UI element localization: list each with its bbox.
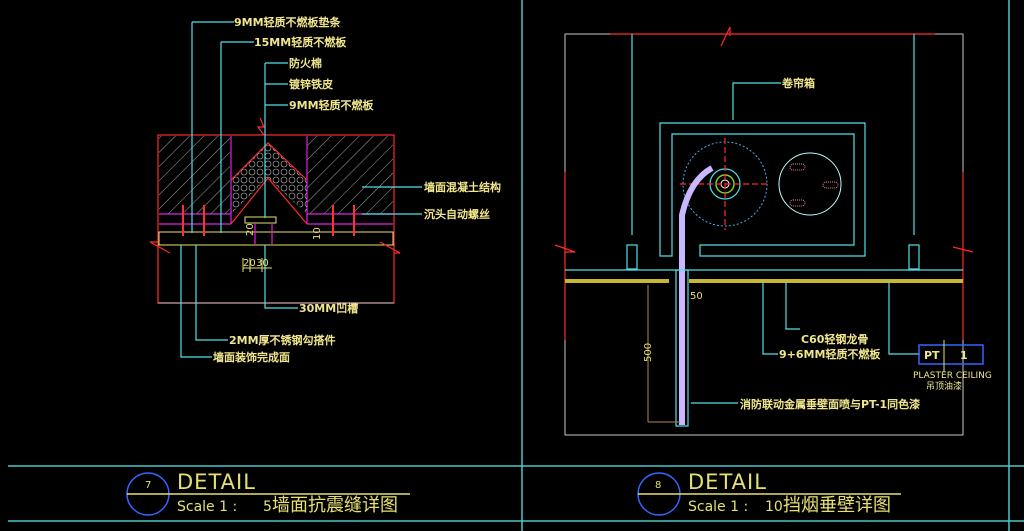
label-gypsum-15: 15MM轻质不燃板 (254, 35, 347, 49)
tag-pt: PT (924, 349, 940, 362)
detail-7-title-block: 7 DETAIL Scale 1 : 5 墙面抗震缝详图 (126, 470, 410, 516)
label-roller-box: 卷帘箱 (781, 76, 815, 90)
tag-number: 1 (960, 349, 968, 362)
label-board: 9+6MM轻质不燃板 (779, 347, 881, 361)
dim-v-10: 10 (312, 227, 323, 240)
detail-7-scale-value: 5 (263, 499, 272, 515)
label-c60: C60轻钢龙骨 (801, 332, 868, 346)
label-gypsum-strip: 9MM轻质不燃板垫条 (234, 15, 342, 29)
dim-30: 30 (256, 258, 269, 269)
label-concrete: 墙面混凝土结构 (424, 180, 501, 194)
label-paint: 吊顶油漆 (926, 380, 962, 392)
dim-20: 20 (243, 258, 256, 269)
d8-outline (564, 33, 964, 436)
roller-box (659, 122, 866, 257)
label-galvanized-sheet: 镀锌铁皮 (289, 77, 333, 91)
dim-50: 50 (690, 291, 703, 302)
concrete-left (159, 136, 230, 214)
detail-8-scale-prefix: Scale 1 : (688, 499, 748, 515)
detail-8-heading: DETAIL (688, 470, 767, 494)
detail-8-drawing: 500 50 PT 1 PLASTER CEILING 吊顶油漆 卷帘箱 C60… (554, 26, 992, 436)
detail-7-drawing: 20 30 20 10 9MM轻质不燃板垫条 15MM轻质不燃板 防火棉 镀锌铁… (149, 15, 501, 364)
callout-number-8: 8 (655, 480, 661, 491)
label-plaster-ceiling: PLASTER CEILING (913, 371, 992, 381)
detail-8-name: 挡烟垂壁详图 (783, 495, 891, 516)
label-smoke-curtain: 消防联动金属垂壁面喷与PT-1同色漆 (740, 397, 920, 411)
detail-8-title-block: 8 DETAIL Scale 1 : 10 挡烟垂壁详图 (637, 470, 901, 516)
label-steel-hook: 2MM厚不锈钢勾搭件 (229, 333, 336, 347)
label-groove: 30MM凹槽 (299, 301, 358, 315)
callout-number-7: 7 (145, 480, 151, 491)
concrete-right (307, 136, 393, 214)
smoke-curtain (679, 165, 714, 425)
label-gypsum-9: 9MM轻质不燃板 (289, 98, 375, 112)
label-finish-face: 墙面装饰完成面 (213, 350, 290, 364)
label-fire-wool: 防火棉 (289, 56, 322, 70)
detail-7-heading: DETAIL (177, 470, 256, 494)
detail-8-scale-value: 10 (765, 499, 783, 515)
dim-500: 500 (643, 343, 654, 362)
dim-v-20: 20 (245, 223, 256, 236)
detail-7-name: 墙面抗震缝详图 (272, 495, 398, 516)
detail-7-scale-prefix: Scale 1 : (177, 499, 237, 515)
paint-tag (918, 344, 984, 365)
motor (778, 152, 842, 216)
label-screw: 沉头自动螺丝 (424, 207, 490, 221)
